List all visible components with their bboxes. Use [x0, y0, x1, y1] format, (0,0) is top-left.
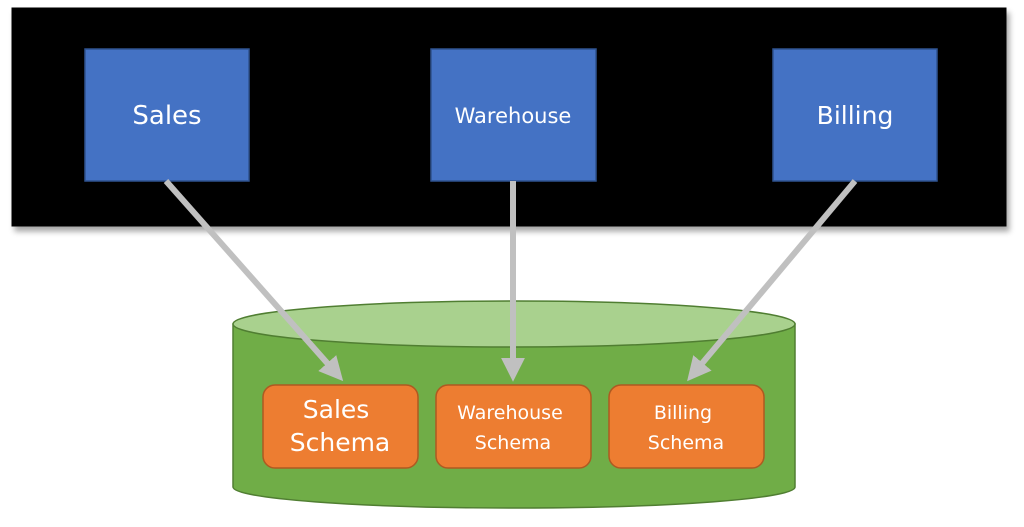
arrow-billing-to-billing-schema: [687, 179, 858, 382]
service-box-billing-shape: [772, 48, 938, 182]
schema-box-sales: Sales Schema: [262, 384, 419, 469]
schema-label-billing-line-1: Billing: [654, 402, 712, 424]
schema-label-sales-line-1: Sales: [303, 395, 370, 424]
schema-label-billing-line-2: Schema: [648, 432, 724, 454]
schema-label-warehouse-line-2: Schema: [475, 432, 551, 454]
schema-box-warehouse: Warehouse Schema: [435, 384, 592, 469]
service-box-warehouse: Warehouse: [430, 48, 597, 182]
schema-label-warehouse: Warehouse Schema: [457, 402, 569, 454]
service-box-billing: Billing: [772, 48, 938, 182]
service-box-sales-shape: [84, 48, 250, 182]
schema-label-sales: Sales Schema: [290, 395, 391, 457]
schema-box-billing-shape: [608, 384, 765, 469]
schema-label-sales-line-2: Schema: [290, 428, 391, 457]
schema-box-billing: Billing Schema: [608, 384, 765, 469]
service-label-warehouse: Warehouse: [455, 104, 572, 128]
service-label-sales: Sales: [132, 101, 201, 131]
schema-label-warehouse-line-1: Warehouse: [457, 402, 563, 424]
service-label-billing: Billing: [817, 101, 894, 130]
service-box-warehouse-shape: [430, 48, 597, 182]
arrow-sales-to-sales-schema: [163, 179, 344, 382]
schema-box-warehouse-shape: [435, 384, 592, 469]
schema-box-sales-shape: [262, 384, 419, 469]
schema-label-billing: Billing Schema: [648, 402, 724, 454]
service-box-sales: Sales: [84, 48, 250, 182]
